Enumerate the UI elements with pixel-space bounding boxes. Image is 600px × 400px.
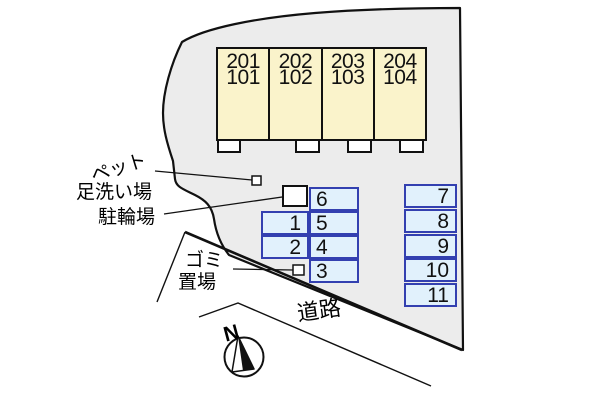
parking-space-8: 8	[404, 208, 457, 233]
unit-number-upper: 204	[383, 50, 417, 73]
bicycle-parking-label: 駐輪場	[98, 207, 156, 228]
unit-number-upper: 201	[226, 50, 260, 73]
parking-space-6: 6	[309, 187, 359, 211]
road-upper-edge	[184, 230, 463, 352]
unit-number-lower: 102	[278, 66, 313, 89]
garbage-area-label: ゴミ 置場	[178, 250, 223, 294]
site-corner-line	[156, 231, 186, 303]
parking-space-4: 4	[309, 235, 359, 259]
parking-space-9: 9	[404, 233, 457, 258]
unit-number-upper: 202	[278, 50, 313, 73]
pet-leader-line	[154, 170, 253, 181]
garbage-leader-line	[232, 268, 294, 271]
parking-space-10: 10	[404, 258, 457, 283]
parking-space-3: 3	[309, 259, 359, 283]
parking-space-2: 2	[261, 235, 309, 259]
compass-circle	[223, 336, 265, 378]
entrance-box-1	[217, 139, 241, 153]
parking-space-7: 7	[404, 184, 457, 208]
unit-number-upper: 203	[330, 50, 365, 73]
unit-number-lower: 101	[226, 66, 260, 89]
unit-number-lower: 103	[330, 66, 365, 89]
compass	[223, 335, 265, 378]
garbage-label-line2: 置場	[178, 272, 217, 293]
road-label: 道路	[295, 295, 343, 326]
entrance-box-2	[295, 139, 320, 153]
garbage-area-marker	[292, 264, 305, 276]
parking-space-1: 1	[261, 211, 309, 235]
pet-area-marker	[251, 175, 262, 186]
entrance-box-3	[347, 139, 372, 153]
parking-space-11: 11	[404, 283, 457, 308]
entrance-box-4	[399, 139, 424, 153]
compass-needle-fill	[238, 336, 254, 371]
bicycle-parking-box	[282, 185, 308, 207]
parking-space-5: 5	[309, 211, 359, 235]
bicycle-leader-line	[163, 194, 297, 215]
foot-wash-label: 足洗い場	[76, 182, 153, 203]
unit-number-lower: 104	[383, 66, 417, 89]
garbage-label-line1: ゴミ	[185, 250, 224, 271]
road-lower-edge	[198, 302, 432, 387]
